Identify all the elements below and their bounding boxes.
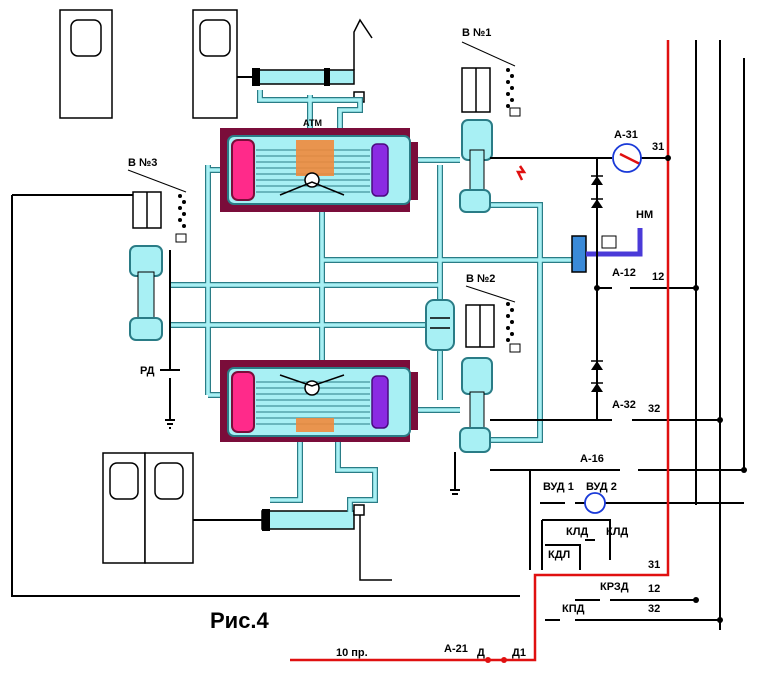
valve-1 [459,41,521,213]
a32-label: А-32 [612,399,636,411]
d1-label: Д1 [512,647,526,659]
wire-12-top: 12 [652,271,664,283]
power-line [290,40,747,663]
kld1-label: КЛД [566,526,588,538]
d-label: Д [477,647,485,659]
wire-31-bottom: 31 [648,559,660,571]
atm-label: АТМ [303,118,322,128]
relay-a31 [612,143,642,173]
vud1-label: ВУД 1 [543,481,574,493]
a16-label: А-16 [580,453,604,465]
valve-1-label: В №1 [462,27,491,39]
valve-2-label: В №2 [466,273,495,285]
a21-label: А-21 [444,643,468,655]
a12-label: А-12 [612,267,636,279]
relay-vud2 [584,492,606,514]
valve-3-label: В №3 [128,157,157,169]
diodes [591,175,603,392]
door-bottom-right [144,452,194,564]
door-bottom-left [102,452,146,564]
a31-label: А-31 [614,129,638,141]
wire-32-top: 32 [648,403,660,415]
wire-31-top: 31 [652,141,664,153]
nm-label: НМ [636,209,653,221]
rd-label: РД [140,365,155,377]
valve-3 [127,169,187,341]
figure-caption: Рис.4 [210,608,270,633]
upper-cylinder [220,128,418,212]
door-top-right [192,9,238,119]
door-top-left [59,9,113,119]
kld2-label: КЛД [606,526,628,538]
wire-12-bottom: 12 [648,583,660,595]
top-door-actuator [237,18,373,103]
valve-2 [459,285,521,453]
kpd-label: КПД [562,603,585,615]
bottom-door-actuator [193,504,392,581]
vud2-label: ВУД 2 [586,481,617,493]
flow-regulator [425,299,455,351]
lower-cylinder [220,360,418,442]
wire-32-bottom: 32 [648,603,660,615]
kdl-label: КДЛ [548,549,570,561]
krzd-label: КРЗД [600,581,629,593]
feed-label: 10 пр. [336,647,368,659]
pressure-manometer [571,228,643,273]
